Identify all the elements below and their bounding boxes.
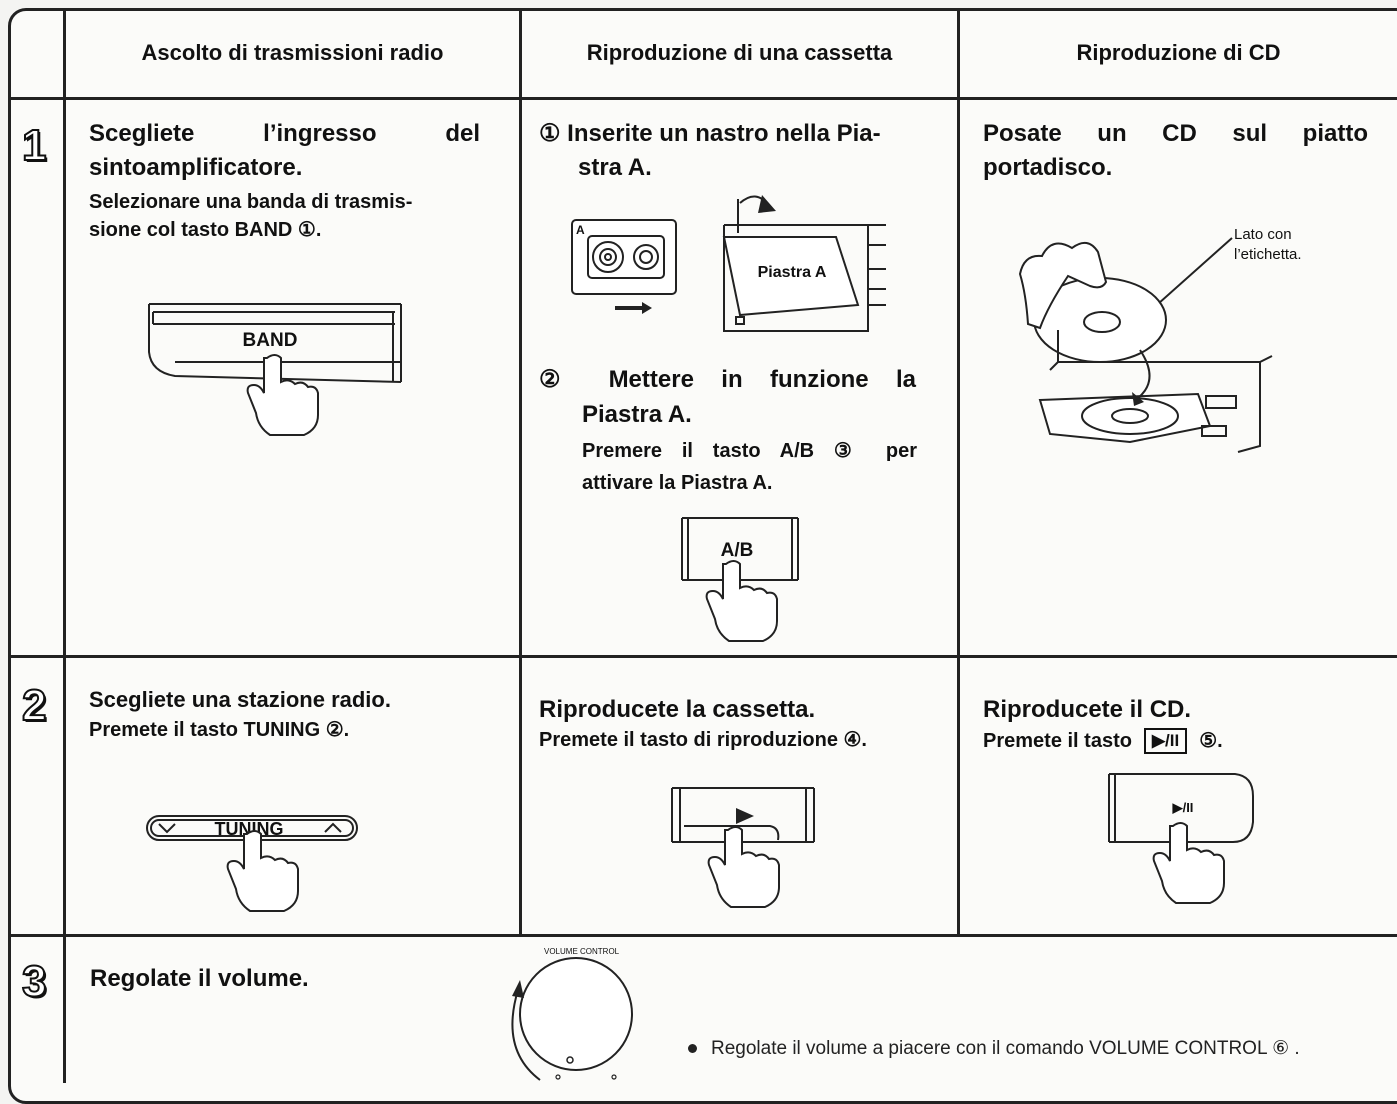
tuning-button-illustration: TUNING xyxy=(146,815,358,912)
cassette-column-divider xyxy=(957,10,960,936)
header-radio: Ascolto di trasmissioni radio xyxy=(141,40,444,65)
cassette-tape-illustration: A xyxy=(571,219,677,314)
band-button-label: BAND xyxy=(243,330,298,351)
cassette-step1-line1: ① Inserite un nastro nella Pia- xyxy=(539,120,881,147)
radio-step1-sub-line2: sione col tasto BAND ①. xyxy=(89,219,322,241)
volume-knob-illustration: VOLUME CONTROL xyxy=(511,947,633,1081)
radio-column-divider xyxy=(519,10,522,936)
radio-step1-title-line1: Scegliete l’ingresso del xyxy=(89,120,480,147)
radio-step2-title: Scegliete una stazione radio. xyxy=(89,687,391,712)
radio-step1-title-line2: sintoamplificatore. xyxy=(89,154,303,181)
header-cassette: Riproduzione di una cassetta xyxy=(586,40,893,65)
step-number-3: 3 xyxy=(21,957,48,1006)
instruction-table xyxy=(8,8,1397,1104)
step-number-2: 2 xyxy=(21,681,48,730)
step-number-1: 1 xyxy=(21,121,48,170)
cassette-step2-line2: Piastra A. xyxy=(582,401,692,428)
ab-button-label: A/B xyxy=(721,540,754,561)
step3-title: Regolate il volume. xyxy=(90,965,309,992)
cassette-step2-line4: attivare la Piastra A. xyxy=(582,472,773,494)
cassette-side-mark: A xyxy=(576,223,585,237)
band-button-illustration: BAND xyxy=(148,303,402,436)
volume-note: Regolate il volume a piacere con il coma… xyxy=(688,1037,1300,1060)
cd-label-callout-line1: Lato con xyxy=(1234,226,1292,243)
header-divider xyxy=(10,97,1397,100)
cassette-step2-line1: ② Mettere in funzione la xyxy=(539,366,916,393)
cd-play-button-label: ▶/II xyxy=(1172,800,1194,815)
cassette-deck-illustration: Piastra A xyxy=(722,195,886,332)
volume-note-text: Regolate il volume a piacere con il coma… xyxy=(711,1038,1300,1059)
cassette-step1-line2: stra A. xyxy=(578,154,652,181)
tuning-button-label: TUNING xyxy=(215,819,284,839)
cd-step2-sub-ref: ⑤. xyxy=(1199,730,1223,752)
cd-step2-title: Riproducete il CD. xyxy=(983,696,1192,723)
cd-step1-line2: portadisco. xyxy=(983,154,1113,181)
cassette-step2-sub: Premete il tasto di riproduzione ④. xyxy=(539,729,867,751)
ab-button-illustration: A/B xyxy=(681,517,799,642)
row1-divider xyxy=(10,655,1397,658)
cd-step1-line1: Posate un CD sul piatto xyxy=(983,120,1368,147)
bullet-icon xyxy=(688,1044,697,1053)
cd-play-button-illustration: ▶/II xyxy=(1108,773,1254,904)
cassette-step2-title: Riproducete la cassetta. xyxy=(539,696,816,723)
header-cd: Riproduzione di CD xyxy=(1076,40,1281,65)
cassette-step2-line3: Premere il tasto A/B ③ per xyxy=(582,440,917,462)
cd-tray-illustration xyxy=(1018,237,1273,453)
radio-step1-sub-line1: Selezionare una banda di trasmis- xyxy=(89,191,413,213)
radio-step2-sub: Premete il tasto TUNING ②. xyxy=(89,719,350,741)
play-button-illustration xyxy=(671,787,815,908)
cd-step2-sub: Premete il tasto ▶/II ⑤. xyxy=(983,727,1223,755)
cd-label-callout-line2: l’etichetta. xyxy=(1234,246,1302,263)
cd-step2-sub-text: Premete il tasto xyxy=(983,730,1132,752)
play-pause-key: ▶/II xyxy=(1143,728,1188,754)
row2-divider xyxy=(10,934,1397,937)
deck-label: Piastra A xyxy=(758,264,827,281)
step-column-divider xyxy=(63,10,66,1083)
volume-control-label: VOLUME CONTROL xyxy=(544,947,620,956)
